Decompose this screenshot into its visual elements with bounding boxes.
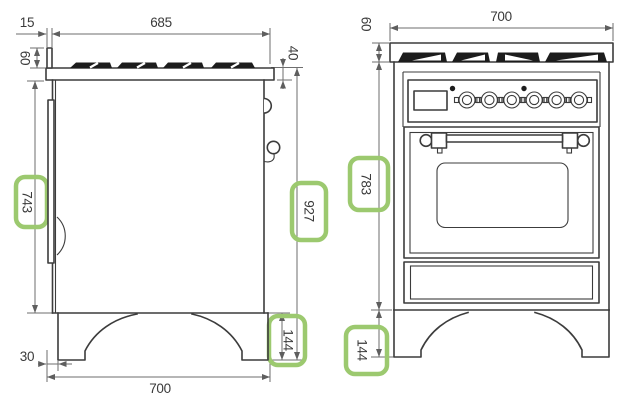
dim-side-rear-upstand-depth: 15: [16, 15, 47, 37]
front-left-leg: [393, 309, 469, 358]
timer-display: [413, 90, 448, 111]
side-burner-grates-icon: [70, 62, 255, 69]
front-outline: [389, 42, 614, 358]
oven-door-inner-frame: [409, 131, 594, 254]
oven-window: [436, 162, 569, 229]
side-rear-leg: [57, 312, 138, 361]
side-front-leg: [191, 312, 269, 361]
dim-label: 144: [354, 339, 369, 361]
dim-side-body-height: 743: [13, 81, 50, 313]
dim-label: 783: [358, 173, 373, 195]
dim-side-upstand-height: 60: [17, 48, 40, 68]
highlight-box: [289, 180, 329, 243]
side-control-knob-profile: [263, 97, 273, 114]
front-body: [393, 61, 610, 311]
dim-side-leg-height: 144: [266, 313, 308, 368]
oven-door-handle: [419, 132, 591, 154]
side-outline: [45, 47, 281, 361]
dim-front-overall-width: 700: [390, 9, 613, 31]
dim-label: 700: [490, 9, 512, 24]
side-body: [51, 79, 269, 314]
front-right-leg: [534, 309, 610, 358]
side-upstand: [46, 47, 53, 69]
side-rear-hose: [56, 216, 66, 256]
oven-door: [403, 126, 600, 259]
front-burner-grates-icon: [398, 52, 607, 62]
dim-side-worktop-edge-height: 40: [280, 46, 300, 89]
dim-label: 15: [20, 15, 34, 30]
dim-side-worktop-height-from-floor: 927: [289, 68, 329, 360]
dim-label: 30: [20, 349, 34, 364]
dim-side-worktop-depth: 685: [52, 15, 270, 37]
highlight-box: [266, 313, 308, 368]
dim-label: 60: [17, 51, 32, 65]
highlight-box: [13, 174, 50, 230]
control-knob-icon: [498, 91, 525, 109]
dim-label: 40: [285, 46, 300, 60]
highlight-box: [343, 324, 390, 377]
dim-front-leg-height: 144: [343, 310, 390, 377]
control-knob-icon: [565, 91, 593, 109]
indicator-light: [521, 85, 527, 92]
side-door-handle-profile: [263, 140, 281, 163]
indicator-light: [449, 85, 456, 92]
highlight-box: [347, 155, 391, 213]
dim-front-body-height: 783: [347, 62, 391, 310]
dim-side-rear-leg-inset: 30: [20, 349, 72, 367]
front-extension-lines: [371, 23, 614, 358]
side-view: 15 685 60 40 743 927: [13, 15, 329, 396]
dim-label: 685: [150, 15, 172, 30]
front-view: 700 60 783 144: [343, 9, 614, 377]
side-worktop: [45, 67, 275, 81]
oven-door-frame: [403, 126, 600, 259]
dim-front-upstand-height: 60: [358, 17, 382, 62]
storage-drawer: [403, 261, 600, 304]
dim-label: 927: [301, 200, 316, 222]
control-panel: [407, 79, 598, 123]
side-rear-conduit: [47, 99, 55, 264]
dim-label: 144: [280, 329, 295, 351]
control-knobs: [453, 91, 593, 109]
dim-label: 743: [19, 191, 34, 213]
dim-label: 60: [358, 17, 373, 31]
side-extension-lines: [27, 28, 303, 382]
dim-side-overall-depth: 700: [47, 374, 270, 396]
dim-label: 700: [149, 381, 171, 396]
